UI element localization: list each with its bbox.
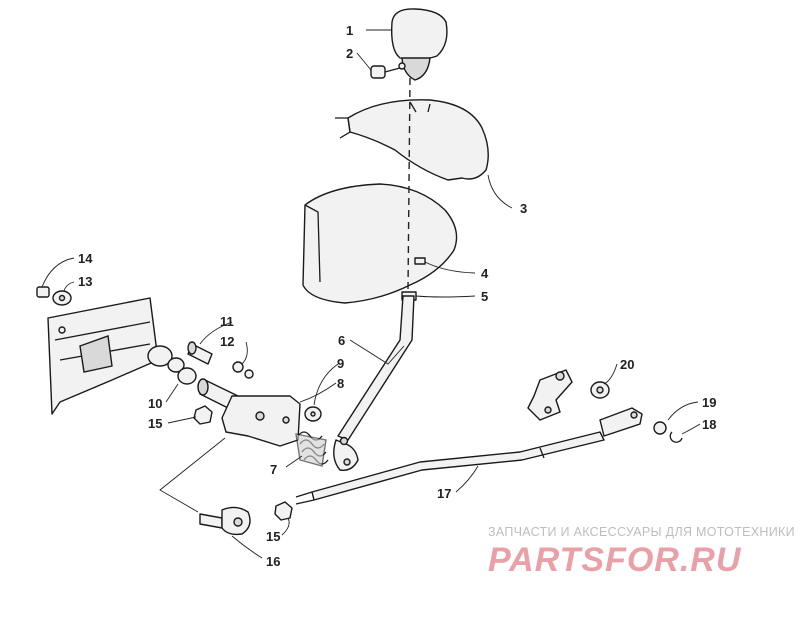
callout-2: 2 bbox=[346, 46, 353, 61]
callout-1: 1 bbox=[346, 23, 353, 38]
watermark-logo: PARTSFOR.RU bbox=[488, 541, 742, 579]
return-spring bbox=[295, 431, 329, 467]
transmission-lever bbox=[527, 369, 573, 421]
flat-washer bbox=[653, 421, 667, 435]
callout-12: 12 bbox=[220, 334, 234, 349]
o-ring bbox=[167, 357, 197, 385]
shift-boot-cover bbox=[335, 99, 489, 181]
callout-17: 17 bbox=[437, 486, 451, 501]
lock-nut bbox=[232, 361, 254, 379]
knob-screw bbox=[370, 65, 401, 79]
callout-13: 13 bbox=[78, 274, 92, 289]
pivot-bushing bbox=[147, 345, 173, 367]
callout-11: 11 bbox=[220, 314, 234, 329]
callout-18: 18 bbox=[702, 417, 716, 432]
callout-20: 20 bbox=[620, 357, 634, 372]
shift-housing-panel bbox=[302, 183, 458, 304]
frame-bracket bbox=[47, 297, 159, 415]
callout-8: 8 bbox=[337, 376, 344, 391]
callout-15-upper: 15 bbox=[148, 416, 162, 431]
watermark-tagline: ЗАПЧАСТИ И АКСЕССУАРЫ ДЛЯ МОТОТЕХНИКИ bbox=[488, 525, 795, 539]
shift-arm-bracket bbox=[221, 395, 301, 447]
callout-10: 10 bbox=[148, 396, 162, 411]
callout-15-lower: 15 bbox=[266, 529, 280, 544]
shoulder-bolt bbox=[187, 341, 213, 365]
bolt bbox=[36, 286, 50, 298]
grommet bbox=[414, 257, 426, 265]
callout-9: 9 bbox=[337, 356, 344, 371]
callout-14: 14 bbox=[78, 251, 93, 266]
callout-16: 16 bbox=[266, 554, 280, 569]
jam-nut bbox=[274, 501, 293, 521]
shift-knob bbox=[390, 8, 448, 81]
callout-5: 5 bbox=[481, 289, 488, 304]
shift-lever bbox=[333, 295, 415, 471]
callout-7: 7 bbox=[270, 462, 277, 477]
leader-lines bbox=[41, 29, 701, 559]
callout-4: 4 bbox=[481, 266, 489, 281]
nut bbox=[193, 405, 213, 425]
ball-joint bbox=[199, 506, 251, 536]
callout-19: 19 bbox=[702, 395, 716, 410]
washer bbox=[52, 290, 72, 306]
callout-6: 6 bbox=[338, 333, 345, 348]
rod-clevis bbox=[599, 407, 643, 437]
callout-3: 3 bbox=[520, 201, 527, 216]
spacer-washer bbox=[304, 406, 322, 422]
e-clip bbox=[669, 431, 683, 443]
linkage-leader bbox=[159, 437, 226, 513]
shift-rod bbox=[295, 431, 605, 505]
pivot-washer bbox=[590, 381, 610, 399]
